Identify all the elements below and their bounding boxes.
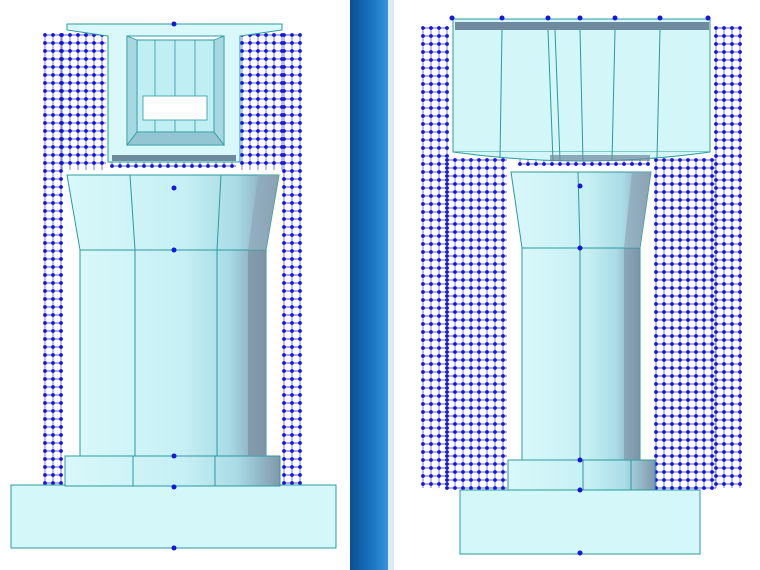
soil-mesh-side (421, 26, 742, 490)
mesh-left-under-cap-l (60, 33, 106, 170)
soil-mesh-front (43, 33, 302, 485)
column-base-front (64, 455, 281, 487)
column-base-side (507, 459, 656, 491)
mesh-right-mid-r (654, 158, 716, 490)
column-head-front (66, 174, 280, 251)
view-divider-edge (388, 0, 394, 570)
column-shaft-side (521, 247, 641, 461)
mesh-left-under-cap-r (240, 33, 284, 170)
cap-beam-side (452, 18, 711, 162)
side-view (421, 15, 742, 556)
footing-front (10, 484, 337, 549)
centerline-nodes-front (171, 21, 177, 551)
column-head-side (510, 171, 652, 249)
footing-side (459, 489, 701, 555)
view-divider (350, 0, 392, 570)
cap-beam-front (66, 23, 283, 163)
centerline-nodes-side (449, 15, 711, 556)
mesh-right-right (714, 26, 742, 488)
mesh-right-mid-l (445, 158, 507, 490)
front-view (10, 21, 337, 551)
column-shaft-front (79, 249, 267, 457)
